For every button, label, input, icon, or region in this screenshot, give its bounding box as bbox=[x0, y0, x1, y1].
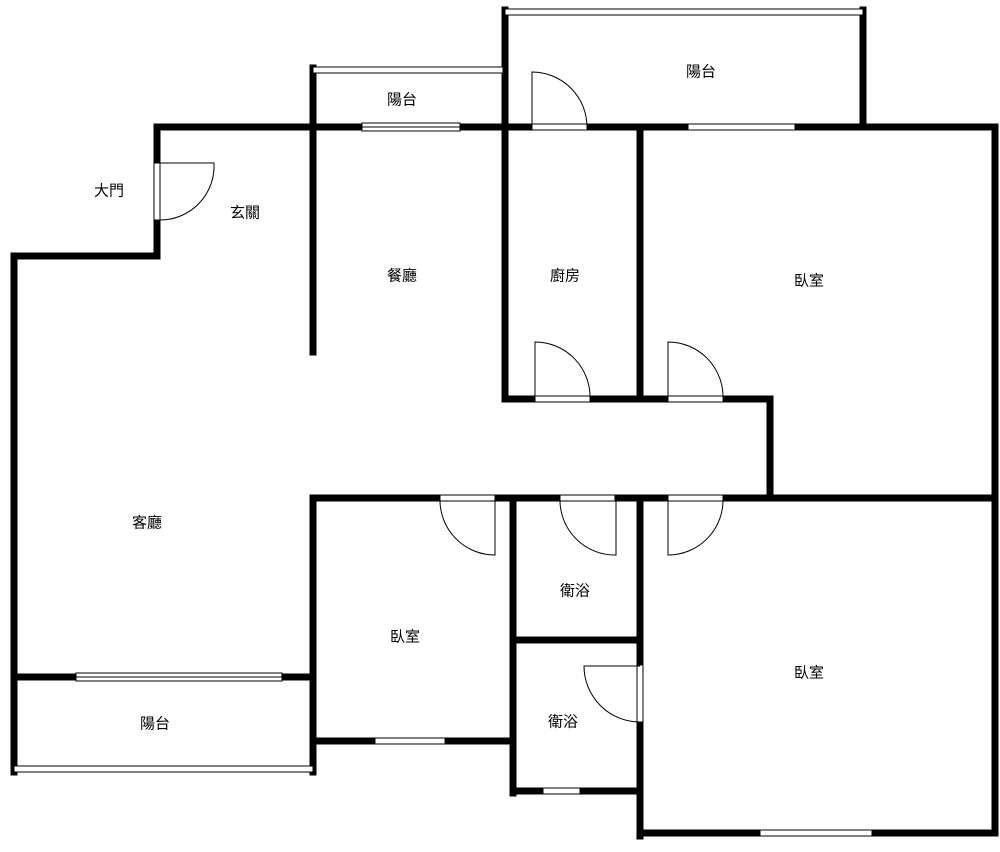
balcony-door-swing bbox=[531, 71, 588, 128]
room-label-balcony-bottom-left: 陽台 bbox=[139, 714, 171, 733]
windows bbox=[75, 122, 873, 837]
kitchen-door-swing bbox=[534, 341, 591, 400]
main-door-swing bbox=[159, 162, 215, 221]
room-label-bath-lower: 衛浴 bbox=[547, 712, 579, 731]
room-label-bedroom-middle: 臥室 bbox=[389, 627, 421, 646]
bedroom-bottom-door-swing bbox=[667, 497, 724, 556]
balcony-railings bbox=[13, 8, 864, 773]
room-label-balcony-top-left: 陽台 bbox=[386, 90, 418, 109]
room-label-foyer: 玄關 bbox=[229, 203, 261, 222]
room-label-kitchen: 廚房 bbox=[549, 266, 581, 285]
bedroom-middle-door-swing bbox=[439, 497, 496, 556]
room-label-bedroom-bottom-right: 臥室 bbox=[793, 663, 825, 682]
bedroom-top-door-swing bbox=[667, 341, 724, 400]
room-label-balcony-top-right: 陽台 bbox=[685, 62, 717, 81]
door-swings bbox=[159, 71, 724, 723]
room-label-main-door: 大門 bbox=[93, 181, 125, 200]
bath-lower-door-swing bbox=[583, 665, 641, 723]
room-label-bedroom-top-right: 臥室 bbox=[793, 271, 825, 290]
room-label-bath-upper: 衛浴 bbox=[559, 581, 591, 600]
room-label-dining: 餐廳 bbox=[386, 266, 418, 285]
bath-upper-door-swing bbox=[559, 497, 617, 556]
room-label-living: 客廳 bbox=[131, 513, 163, 532]
